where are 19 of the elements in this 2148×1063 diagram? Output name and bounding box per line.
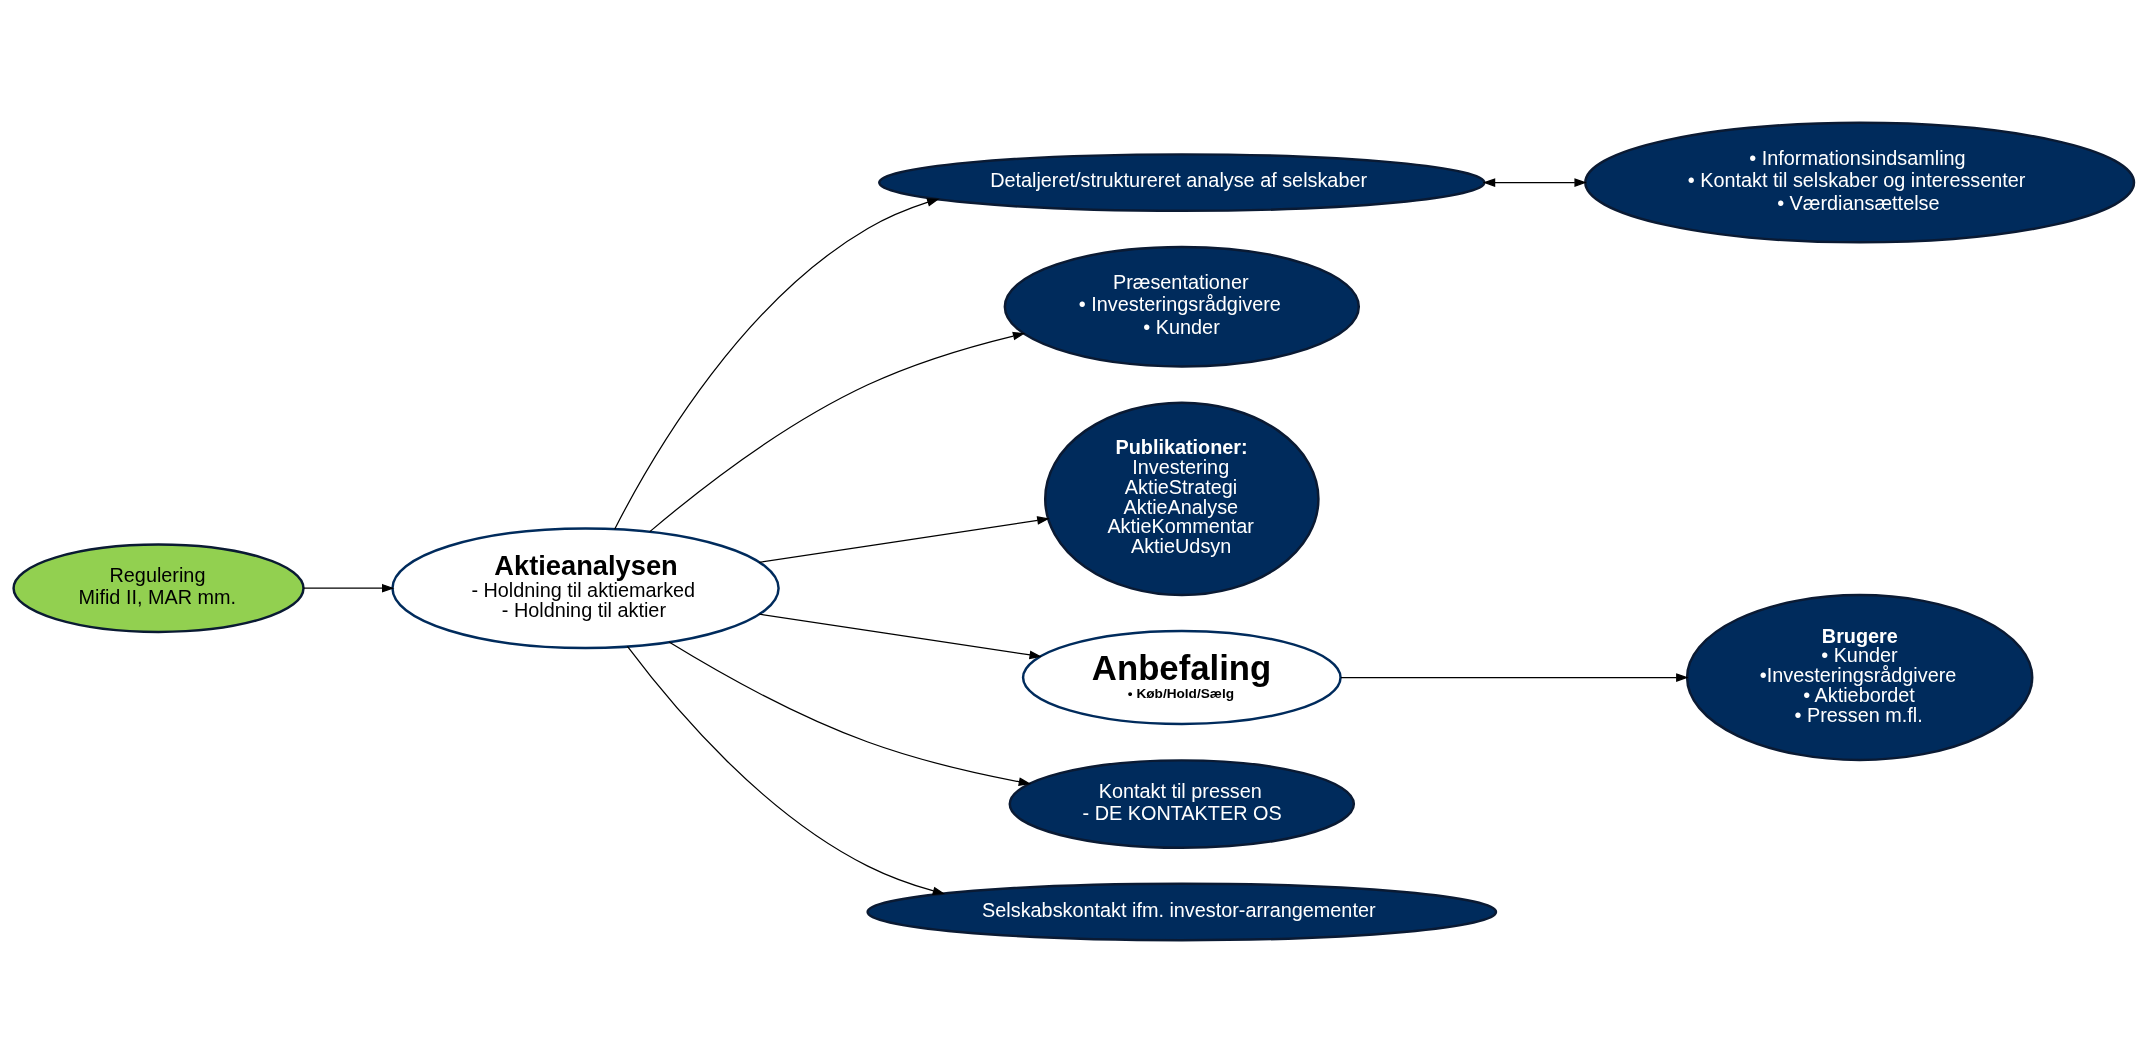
arrow bbox=[668, 641, 1032, 786]
node-ellipse: Selskabskontakt ifm. investor-arrangementer bbox=[866, 882, 1498, 942]
arrow bbox=[758, 613, 1042, 660]
arrow bbox=[614, 198, 940, 530]
arrow bbox=[758, 516, 1050, 563]
node-ellipse: Brugere • Kunder •Investeringsrådgivere • Aktiebordet • Pressen m.fl. bbox=[1685, 593, 2034, 762]
arrow bbox=[1340, 673, 1689, 682]
node-ellipse: Aktieanalysen - Holdning til aktiemarked - Holdning til aktier bbox=[391, 527, 780, 650]
node-ellipse: Anbefaling • Køb/Hold/Sælg bbox=[1021, 629, 1342, 726]
arrow bbox=[626, 645, 946, 896]
node-ellipse: • Informationsindsamling • Kontakt til selskaber og interessenter • Værdiansættelse bbox=[1584, 121, 2136, 244]
node-ellipse: Detaljeret/struktureret analyse af selskaber bbox=[878, 153, 1486, 213]
arrow bbox=[1482, 178, 1587, 187]
node-ellipse: Publikationer: Investering AktieStrategi AktieAnalyse AktieKommentar AktieUdsyn bbox=[1044, 401, 1320, 597]
node-ellipse: Regulering Mifid II, MAR mm. bbox=[12, 543, 305, 634]
node-ellipse: Præsentationer • Investeringsrådgivere • Kunder bbox=[1003, 245, 1360, 368]
arrow bbox=[649, 331, 1026, 533]
node-ellipse: Kontakt til pressen - DE KONTAKTER OS bbox=[1008, 759, 1356, 849]
arrow bbox=[302, 583, 395, 593]
